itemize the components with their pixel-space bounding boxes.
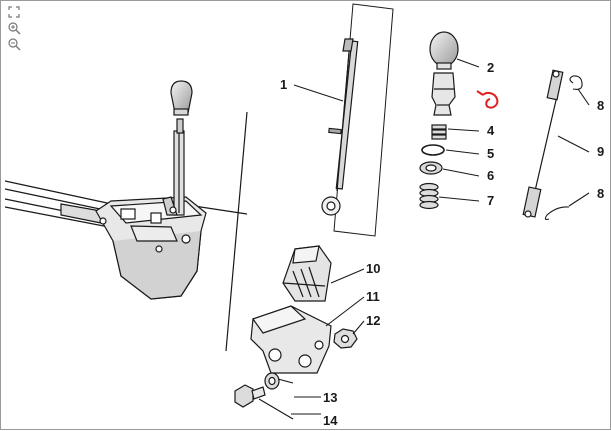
callout-8-bottom: 8 [597, 186, 604, 201]
part-11-lever-bracket [250, 305, 332, 374]
part-3-highlight-pointer [482, 91, 499, 109]
part-4-spring [431, 124, 447, 140]
part-8-clip-bottom [544, 206, 570, 221]
callout-5: 5 [487, 146, 494, 161]
fullscreen-icon[interactable] [7, 5, 21, 19]
callout-8-top: 8 [597, 98, 604, 113]
callout-2: 2 [487, 60, 494, 75]
zoom-in-icon[interactable] [7, 21, 21, 35]
part-10-guide-block [282, 245, 332, 302]
part-12-nut [333, 328, 358, 349]
gearbox-assembly [4, 80, 248, 352]
part-6-washer [419, 161, 443, 175]
part-3-boot [431, 72, 456, 116]
callout-13: 13 [323, 390, 337, 405]
part-2-gear-knob [429, 31, 459, 70]
zoom-out-icon[interactable] [7, 37, 21, 51]
callout-4: 4 [487, 123, 495, 138]
callout-9: 9 [597, 144, 604, 159]
callout-10: 10 [366, 261, 380, 276]
callout-14: 14 [323, 413, 338, 428]
part-13-washer [264, 372, 280, 390]
part-14-bolt [234, 384, 266, 408]
part-1-shift-rod [321, 38, 359, 216]
viewer-toolbar [7, 5, 23, 51]
callout-6: 6 [487, 168, 494, 183]
callout-12: 12 [366, 313, 380, 328]
callout-7: 7 [487, 193, 494, 208]
part-5-o-ring [421, 144, 445, 156]
leader-lines [258, 58, 590, 420]
callout-1: 1 [280, 77, 287, 92]
part-8-clip-top [569, 75, 583, 90]
part-7-large-spring [419, 182, 439, 210]
part-9-cable-rod [522, 69, 564, 218]
callout-11: 11 [366, 289, 380, 304]
